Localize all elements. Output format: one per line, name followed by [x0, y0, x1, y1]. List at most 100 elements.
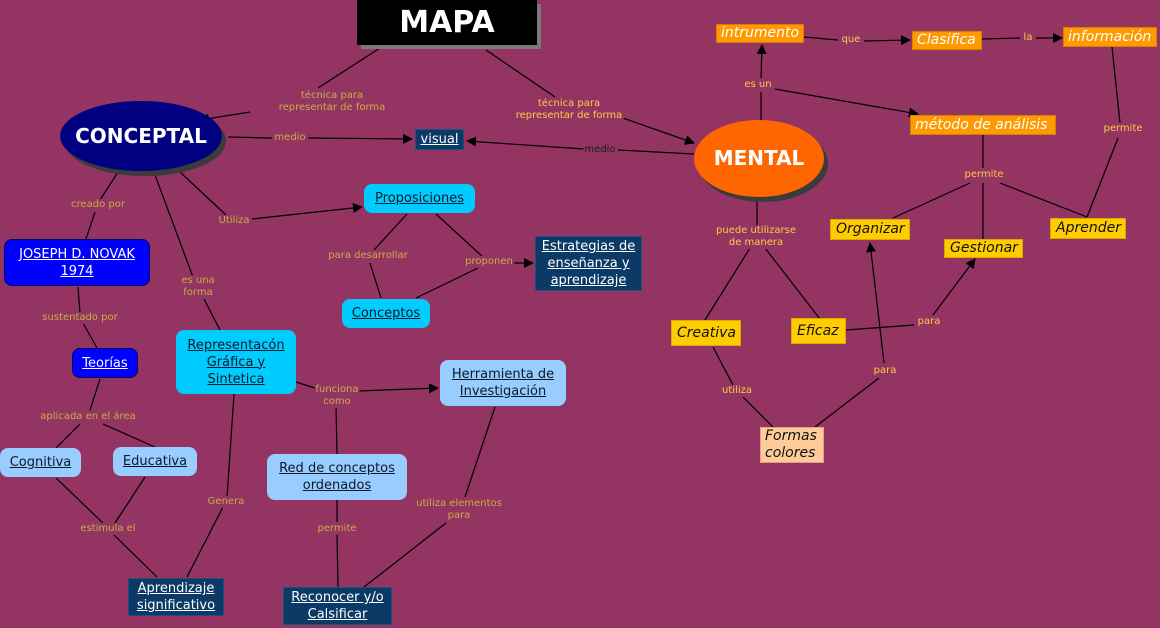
node-metodo[interactable]: método de análisis: [910, 115, 1056, 135]
edge-mapa-tecnica-right: [485, 49, 556, 98]
edge-informacion-permite: [1111, 46, 1121, 124]
edge-sustentado-teorias: [82, 322, 98, 349]
edge-puede-creativa: [704, 247, 751, 321]
link-label-utiliza-elementos: utiliza elementos para: [415, 498, 503, 522]
node-aprender[interactable]: Aprender: [1050, 218, 1126, 239]
node-conceptos[interactable]: Conceptos: [342, 299, 430, 328]
link-label-funciona-como: funciona como: [314, 384, 360, 408]
edge-novak-sustentado: [77, 286, 81, 314]
edge-conceptal-esuna: [154, 174, 194, 278]
edge-permite-aprender: [1086, 137, 1119, 218]
edge-mapa-tecnica-left: [317, 47, 381, 89]
link-label-puede-utilizarse: puede utilizarse de manera: [715, 225, 797, 249]
node-eficaz[interactable]: Eficaz: [791, 318, 846, 344]
edge-permite-reconocer: [336, 534, 339, 588]
node-educativa[interactable]: Educativa: [113, 447, 197, 476]
link-label-para-formas: para: [872, 365, 898, 377]
link-label-permite-red: permite: [316, 523, 358, 535]
edge-mental-medio: [617, 149, 695, 155]
edge-conceptal-medio: [227, 136, 273, 139]
edge-cognitiva-estimula: [55, 477, 104, 524]
edge-esun-metodo: [774, 88, 919, 118]
edge-educativa-estimula: [114, 476, 146, 524]
edge-medio-visual-right: [466, 136, 585, 150]
edge-prop-proponen: [435, 213, 485, 259]
link-label-medio-left: medio: [273, 132, 307, 144]
edge-funciona-red: [335, 405, 338, 456]
node-conceptal[interactable]: CONCEPTAL: [60, 101, 222, 171]
edge-intrumento-que: [803, 36, 839, 41]
edge-funciona-herr: [357, 383, 439, 394]
link-label-que: que: [840, 34, 862, 46]
link-label-utiliza-right: utiliza: [721, 385, 753, 397]
link-label-utiliza-left: Utiliza: [217, 215, 251, 227]
edge-aplicada-cognitiva: [55, 423, 81, 449]
edge-herr-utilizaelementos: [464, 406, 496, 498]
node-aprendizaje-significativo[interactable]: Aprendizaje significativo: [128, 578, 224, 616]
edge-esuna-repr: [202, 296, 221, 331]
edge-tecnica-mental: [619, 116, 695, 145]
node-cognitiva[interactable]: Cognitiva: [0, 448, 81, 477]
link-label-es-una-forma: es una forma: [180, 275, 216, 299]
edge-permite-aprender2: [999, 182, 1088, 218]
edge-conceptal-creado: [99, 171, 119, 201]
link-label-creado-por: creado por: [70, 199, 126, 211]
link-label-genera: Genera: [206, 496, 246, 508]
node-organizar[interactable]: Organizar: [830, 219, 910, 240]
node-formas-colores[interactable]: Formas colores: [760, 427, 824, 463]
link-label-estimula: estimula el: [79, 523, 137, 535]
link-label-tecnica-left: técnica para representar de forma: [277, 90, 387, 114]
link-label-tecnica-right: técnica para representar de forma: [514, 98, 624, 122]
edge-prop-paradesarrollar: [373, 213, 408, 251]
edge-conceptos-proponen: [415, 267, 479, 299]
edge-para-gestionar: [932, 258, 976, 316]
edge-utilizaelementos-reconocer: [363, 522, 447, 588]
edge-paradesarrollar-conceptos: [369, 262, 382, 299]
link-label-aplicada: aplicada en el área: [39, 411, 137, 423]
link-label-sustentado-por: sustentado por: [41, 312, 119, 324]
node-herramienta[interactable]: Herramienta de Investigación: [440, 360, 566, 406]
node-mapa[interactable]: MAPA: [357, 0, 537, 45]
node-mental[interactable]: MENTAL: [694, 120, 824, 197]
edge-formas-para: [814, 377, 880, 428]
edge-que-clasifica: [863, 35, 911, 46]
edge-creativa-utiliza: [712, 346, 734, 386]
link-label-para-eficaz: para: [916, 316, 942, 328]
edge-utiliza-formas: [741, 395, 774, 428]
edge-para-organizar: [866, 242, 885, 364]
edge-estimula-aprendizaje: [112, 533, 158, 578]
edge-permite-organizar: [892, 182, 971, 219]
edge-puede-eficaz: [764, 247, 821, 320]
node-informacion[interactable]: información: [1063, 27, 1157, 47]
node-gestionar[interactable]: Gestionar: [944, 239, 1023, 258]
node-creativa[interactable]: Creativa: [671, 320, 741, 346]
node-visual[interactable]: visual: [415, 129, 464, 150]
node-representacion[interactable]: Representacón Gráfica y Sintetica: [176, 330, 296, 394]
node-intrumento[interactable]: intrumento: [716, 24, 804, 43]
edge-utiliza-prop: [251, 203, 363, 220]
edge-aplicada-educativa: [102, 423, 156, 448]
edge-genera-aprendizaje: [186, 506, 224, 578]
edge-conceptal-utiliza: [179, 171, 227, 216]
edge-repr-genera: [226, 393, 235, 498]
node-clasifica[interactable]: Clasifica: [912, 31, 982, 50]
edge-teorias-aplicada: [89, 378, 101, 411]
edge-medio-visual: [307, 133, 413, 144]
link-label-proponen: proponen: [464, 256, 514, 268]
node-red-conceptos[interactable]: Red de conceptos ordenados: [267, 454, 407, 500]
link-label-medio-right: medio: [583, 144, 617, 156]
node-proposiciones[interactable]: Proposiciones: [364, 184, 475, 213]
link-label-permite-info: permite: [1102, 123, 1144, 135]
edge-repr-funciona: [295, 381, 316, 389]
edge-creado-novak: [85, 211, 96, 240]
node-reconocer[interactable]: Reconocer y/o Calsificar: [283, 587, 392, 625]
link-label-permite-metodo: permite: [963, 169, 1005, 181]
link-label-es-un: es un: [743, 79, 773, 91]
link-label-la: la: [1022, 32, 1034, 44]
node-novak[interactable]: JOSEPH D. NOVAK 1974: [4, 239, 150, 286]
edge-clasifica-la: [981, 37, 1021, 40]
node-estrategias[interactable]: Estrategias de enseñanza y aprendizaje: [535, 236, 642, 291]
node-teorias[interactable]: Teorías: [72, 348, 138, 378]
link-label-para-desarrollar: para desarrollar: [327, 250, 409, 262]
